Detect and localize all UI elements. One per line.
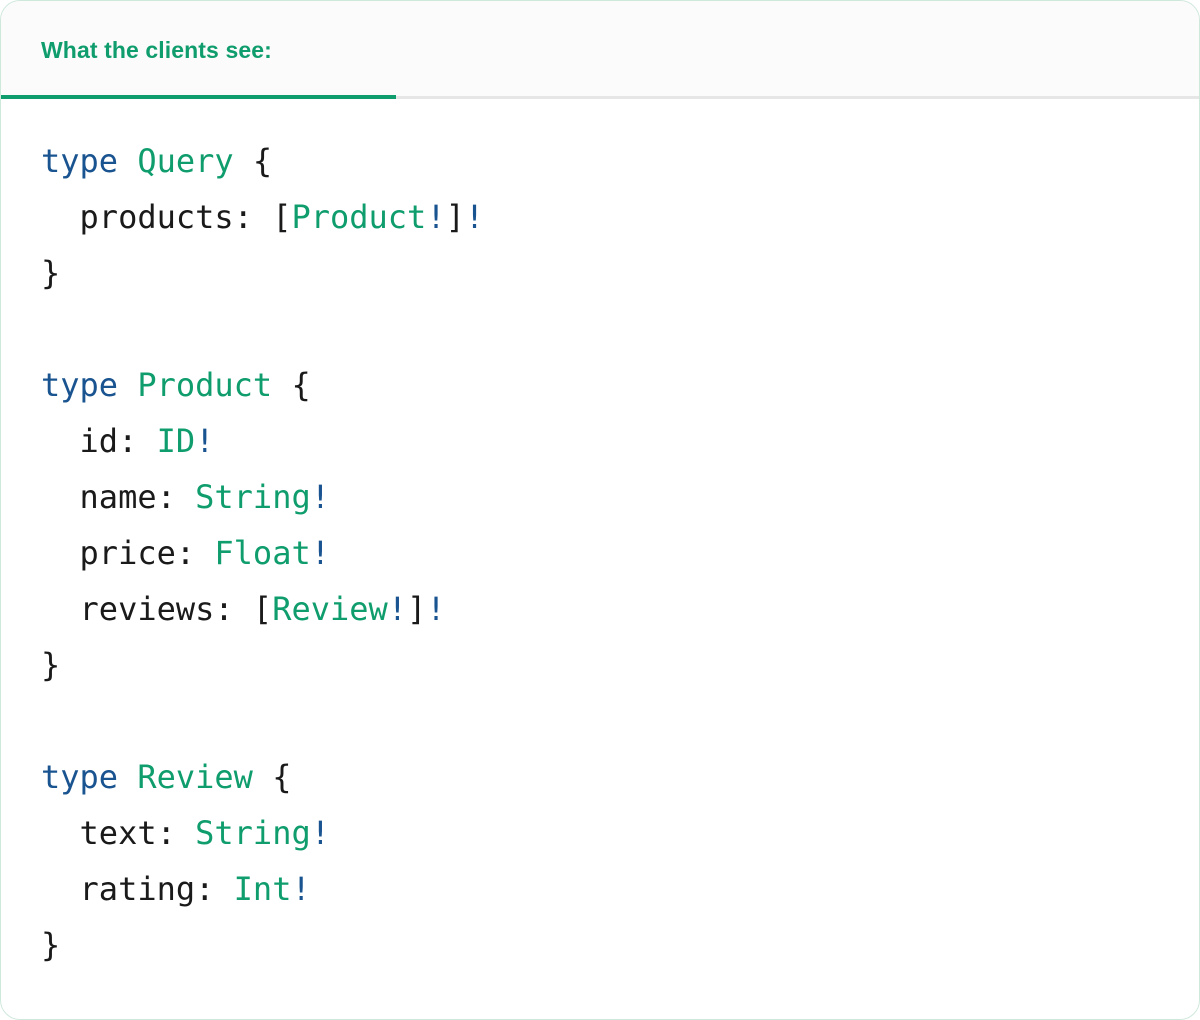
code-token-plain: }	[41, 926, 61, 964]
code-panel: type Query { products: [Product!]!} type…	[1, 99, 1199, 973]
code-line	[41, 693, 1159, 749]
code-token-type: Int	[233, 870, 292, 908]
code-token-bang: !	[195, 422, 215, 460]
tab-strip: What the clients see:	[1, 1, 1199, 99]
code-line: }	[41, 245, 1159, 301]
code-token-plain	[118, 366, 137, 404]
code-line: rating: Int!	[41, 861, 1159, 917]
code-line: type Review {	[41, 749, 1159, 805]
tab-what-the-clients-see[interactable]: What the clients see:	[1, 1, 396, 99]
code-token-type: Product	[137, 366, 273, 404]
code-token-plain: {	[272, 366, 311, 404]
code-token-keyword: type	[41, 366, 119, 404]
code-token-plain	[118, 758, 137, 796]
code-token-bang: !	[464, 198, 485, 236]
code-line: }	[41, 917, 1159, 973]
code-line: id: ID!	[41, 413, 1159, 469]
code-token-bang: !	[310, 534, 330, 572]
code-line: text: String!	[41, 805, 1159, 861]
code-token-plain: {	[233, 142, 273, 180]
code-token-bang: !	[387, 590, 408, 628]
code-token-plain: }	[41, 254, 61, 292]
code-line: reviews: [Review!]!	[41, 581, 1159, 637]
code-token-plain: id:	[41, 422, 157, 460]
code-token-bang: !	[426, 198, 446, 236]
code-token-type: Product	[291, 198, 427, 236]
code-line: type Query {	[41, 133, 1159, 189]
code-token-type: Review	[137, 758, 253, 796]
tab-label: What the clients see:	[41, 36, 272, 63]
code-token-bang: !	[291, 870, 311, 908]
code-line: }	[41, 637, 1159, 693]
code-token-type: Review	[272, 590, 388, 628]
code-token-type: String	[195, 814, 311, 852]
code-token-plain: products: [	[41, 198, 292, 236]
tab-strip-divider	[1, 96, 1199, 99]
code-token-type: Float	[214, 534, 311, 572]
code-token-type: String	[195, 478, 311, 516]
code-token-bang: !	[310, 478, 330, 516]
code-token-keyword: type	[41, 758, 119, 796]
code-token-bang: !	[310, 814, 330, 852]
code-line: products: [Product!]!	[41, 189, 1159, 245]
code-token-plain: price:	[41, 534, 215, 572]
code-token-plain: {	[252, 758, 292, 796]
code-token-plain: ]	[407, 590, 427, 628]
code-token-plain: name:	[41, 478, 196, 516]
code-line	[41, 301, 1159, 357]
code-token-plain	[118, 142, 137, 180]
code-line: type Product {	[41, 357, 1159, 413]
code-line: name: String!	[41, 469, 1159, 525]
code-token-plain: }	[41, 646, 61, 684]
code-token-plain: text:	[41, 814, 196, 852]
code-token-plain: rating:	[41, 870, 234, 908]
code-token-type: ID	[156, 422, 196, 460]
code-token-keyword: type	[41, 142, 119, 180]
code-line: price: Float!	[41, 525, 1159, 581]
code-token-bang: !	[426, 590, 446, 628]
code-token-plain: ]	[445, 198, 465, 236]
graphql-schema-code: type Query { products: [Product!]!} type…	[41, 133, 1159, 973]
code-token-plain: reviews: [	[41, 590, 273, 628]
active-tab-underline	[1, 95, 396, 99]
code-token-type: Query	[137, 142, 234, 180]
